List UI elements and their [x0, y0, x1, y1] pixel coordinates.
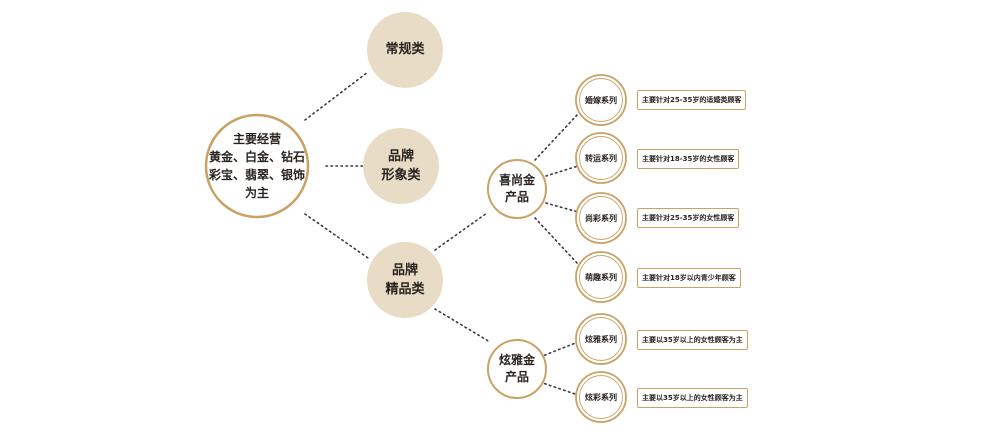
product-xishangjin-label: 喜尚金 产品 [482, 172, 552, 206]
series-zhuanyun-node [575, 132, 627, 184]
series-mengqu-description: 主要针对18岁以内青少年顾客 [637, 268, 741, 288]
series-shangcai-node [575, 192, 627, 244]
series-mengqu-label: 萌趣系列 [585, 273, 617, 282]
connector-root-brand-boutique [304, 213, 369, 259]
series-xuancai-node [575, 371, 627, 423]
root-line: 为主 [244, 186, 269, 200]
connector-xishangjin-mengqu [534, 217, 579, 265]
category-brand-image-label: 品牌 形象类 [356, 147, 446, 185]
category-brand-image-node [363, 128, 439, 204]
product-line: 喜尚金 [498, 173, 535, 187]
root-line: 主要经营 [232, 132, 281, 146]
series-hunjia-node [575, 74, 627, 126]
category-regular-label: 常规类 [360, 40, 450, 59]
category-regular-node [367, 12, 443, 88]
connector-xishangjin-shangcai [545, 202, 579, 213]
series-hunjia-label: 婚嫁系列 [585, 96, 617, 105]
root-label: 主要经营 黄金、白金、钻石 彩宝、翡翠、银饰 为主 [202, 130, 312, 202]
category-line: 精品类 [385, 282, 425, 297]
series-zhuanyun-label: 转运系列 [585, 154, 617, 163]
connector-root-regular [304, 71, 369, 121]
product-line: 产品 [504, 190, 529, 204]
series-shangcai-label: 尚彩系列 [585, 214, 617, 223]
series-xuancai-label: 炫彩系列 [585, 393, 617, 402]
category-line: 品牌 [391, 263, 418, 278]
series-xuancai-description: 主要以35岁以上的女性顾客为主 [637, 388, 748, 408]
connector-boutique-xishangjin [434, 212, 488, 251]
category-line: 品牌 [387, 149, 414, 164]
connector-xuanyajin-xuancai [539, 381, 579, 396]
category-brand-boutique-node [367, 242, 443, 318]
product-xuanyajin-node [487, 339, 547, 399]
root-line: 黄金、白金、钻石 [208, 150, 305, 164]
series-mengqu-node [575, 251, 627, 303]
series-hunjia-description: 主要针对25-35岁的适婚类顾客 [637, 90, 747, 110]
product-xishangjin-node [487, 159, 547, 219]
product-line: 炫雅金 [498, 353, 535, 367]
series-xuanya-label: 炫雅系列 [585, 335, 617, 344]
connector-xuanyajin-xuanya [539, 341, 579, 358]
series-xuanya-description: 主要以35岁以上的女性顾客为主 [637, 330, 748, 350]
category-brand-boutique-label: 品牌 精品类 [360, 261, 450, 299]
connector-xishangjin-hunjia [534, 113, 579, 161]
product-line: 产品 [504, 370, 529, 384]
category-line: 形象类 [381, 168, 421, 183]
connector-boutique-xuanyajin [434, 308, 491, 343]
category-line: 常规类 [385, 42, 425, 57]
connector-xishangjin-zhuanyun [545, 165, 579, 177]
root-line: 彩宝、翡翠、银饰 [208, 168, 305, 182]
series-zhuanyun-description: 主要针对18-35岁的女性顾客 [637, 149, 740, 169]
series-shangcai-description: 主要针对25-35岁的女性顾客 [637, 208, 740, 228]
series-xuanya-node [575, 313, 627, 365]
root-node [204, 113, 310, 219]
product-xuanyajin-label: 炫雅金 产品 [482, 352, 552, 386]
